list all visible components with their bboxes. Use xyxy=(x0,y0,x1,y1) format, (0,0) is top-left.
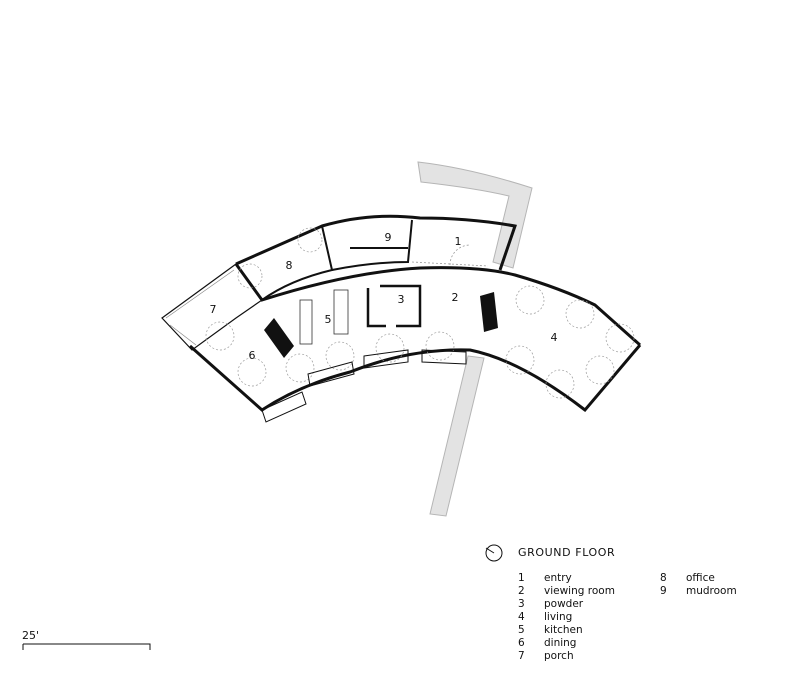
kitchen-counter-1 xyxy=(299,299,313,345)
outer-wall-south xyxy=(189,344,642,413)
room-label-4: 4 xyxy=(551,331,558,344)
room-label-5: 5 xyxy=(325,313,332,326)
fireplace-viewing xyxy=(480,292,498,332)
room-label-7: 7 xyxy=(210,303,217,316)
legend-title: GROUND FLOOR xyxy=(518,546,616,559)
porch-screen xyxy=(165,269,235,346)
mudroom-wall xyxy=(331,219,413,271)
outer-wall-north xyxy=(234,263,641,347)
entry-door-swing xyxy=(411,244,489,267)
room-label-2: 2 xyxy=(452,291,459,304)
powder-walls xyxy=(366,284,422,328)
trees xyxy=(205,227,635,399)
room-label-1: 1 xyxy=(455,235,462,248)
room-label-8: 8 xyxy=(286,259,293,272)
benches xyxy=(261,349,467,423)
scale-bar xyxy=(22,643,151,650)
room-label-3: 3 xyxy=(398,293,405,306)
scale-label: 25' xyxy=(22,629,40,642)
fireplace-dining xyxy=(264,318,294,358)
walkway-north xyxy=(417,161,533,269)
room-label-9: 9 xyxy=(385,231,392,244)
porch-outline xyxy=(161,263,263,351)
north-block-wall xyxy=(235,214,517,271)
office-wall xyxy=(261,225,334,301)
kitchen-counter-2 xyxy=(333,289,349,335)
north-arrow-icon xyxy=(485,544,503,562)
room-label-6: 6 xyxy=(249,349,256,362)
walkway-south xyxy=(429,355,485,517)
